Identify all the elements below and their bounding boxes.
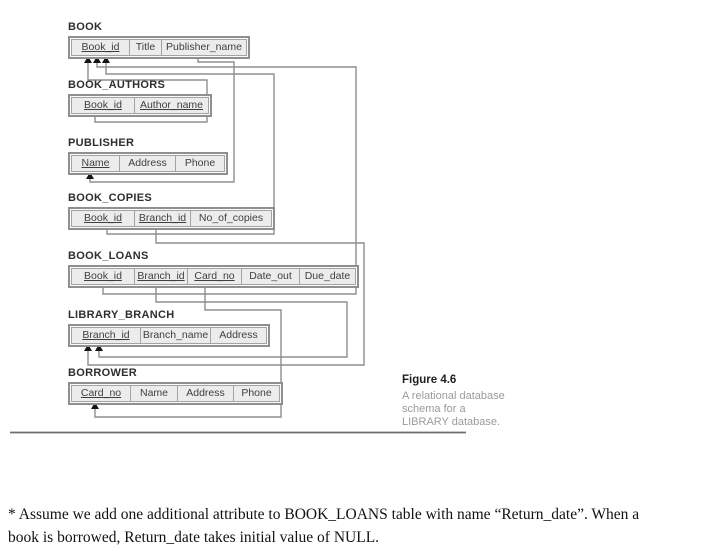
- footnote: * Assume we add one additional attribute…: [8, 503, 702, 546]
- table-name-publisher: PUBLISHER: [68, 137, 135, 149]
- table-name-book_copies: BOOK_COPIES: [68, 192, 152, 204]
- table-name-book_authors: BOOK_AUTHORS: [68, 79, 166, 91]
- column-book_loans-card_no: Card_no: [187, 268, 242, 285]
- figure-caption: Figure 4.6 A relational database schema …: [402, 374, 562, 429]
- fk-line-book_loans_branchid_to_library_branch_branchid: [98, 285, 348, 358]
- column-book_authors-book_id: Book_id: [71, 97, 135, 114]
- column-book-title: Title: [129, 39, 162, 56]
- figure-caption-line: LIBRARY database.: [402, 416, 501, 428]
- foreign-key-wires-layer: [10, 56, 466, 434]
- table-name-borrower: BORROWER: [68, 367, 138, 379]
- fk-arrowhead-book_authors_bookid_to_book_bookid: [84, 56, 92, 63]
- column-book_authors-author_name: Author_name: [134, 97, 209, 114]
- fk-arrowhead-book_loans_bookid_to_book_bookid: [93, 56, 101, 63]
- figure-caption-line: A relational database: [402, 390, 505, 402]
- fk-arrowhead-book_copies_branchid_to_library_branch_branchid: [84, 344, 92, 351]
- column-library_branch-branch_id: Branch_id: [71, 327, 141, 344]
- footnote-line-1: * Assume we add one additional attribute…: [8, 505, 640, 523]
- column-book_loans-date_out: Date_out: [241, 268, 300, 285]
- fk-line-book_copies_branchid_to_library_branch_branchid: [87, 227, 365, 366]
- column-borrower-address: Address: [177, 385, 234, 402]
- column-publisher-phone: Phone: [175, 155, 225, 172]
- column-book_loans-book_id: Book_id: [71, 268, 135, 285]
- fk-arrowhead-book_loans_cardno_to_borrower_cardno: [91, 402, 99, 409]
- column-borrower-card_no: Card_no: [71, 385, 131, 402]
- column-library_branch-address: Address: [210, 327, 267, 344]
- column-book-book_id: Book_id: [71, 39, 130, 56]
- column-book-publisher_name: Publisher_name: [161, 39, 247, 56]
- column-borrower-phone: Phone: [233, 385, 280, 402]
- table-name-book_loans: BOOK_LOANS: [68, 250, 149, 262]
- fk-arrowhead-book_copies_bookid_to_book_bookid: [102, 56, 110, 63]
- column-book_loans-branch_id: Branch_id: [134, 268, 188, 285]
- fk-line-book_copies_bookid_to_book_bookid: [105, 63, 275, 235]
- fk-arrowhead-book_loans_branchid_to_library_branch_branchid: [95, 344, 103, 351]
- figure-caption-title: Figure 4.6: [402, 374, 457, 386]
- table-name-library_branch: LIBRARY_BRANCH: [68, 309, 175, 321]
- column-publisher-name: Name: [71, 155, 120, 172]
- fk-line-book_loans_bookid_to_book_bookid: [96, 63, 357, 295]
- column-library_branch-branch_name: Branch_name: [140, 327, 211, 344]
- column-borrower-name: Name: [130, 385, 178, 402]
- table-name-book: BOOK: [68, 21, 103, 33]
- column-publisher-address: Address: [119, 155, 176, 172]
- column-book_copies-book_id: Book_id: [71, 210, 135, 227]
- fk-line-book_loans_cardno_to_borrower_cardno: [94, 285, 282, 418]
- fk-line-book_publishername_to_publisher_name: [89, 56, 235, 183]
- figure-caption-line: schema for a: [402, 403, 466, 415]
- column-book_copies-branch_id: Branch_id: [134, 210, 191, 227]
- fk-arrowhead-book_publishername_to_publisher_name: [86, 172, 94, 179]
- footnote-line-2: book is borrowed, Return_date takes init…: [8, 528, 380, 546]
- column-book_loans-due_date: Due_date: [299, 268, 356, 285]
- column-book_copies-no_of_copies: No_of_copies: [190, 210, 272, 227]
